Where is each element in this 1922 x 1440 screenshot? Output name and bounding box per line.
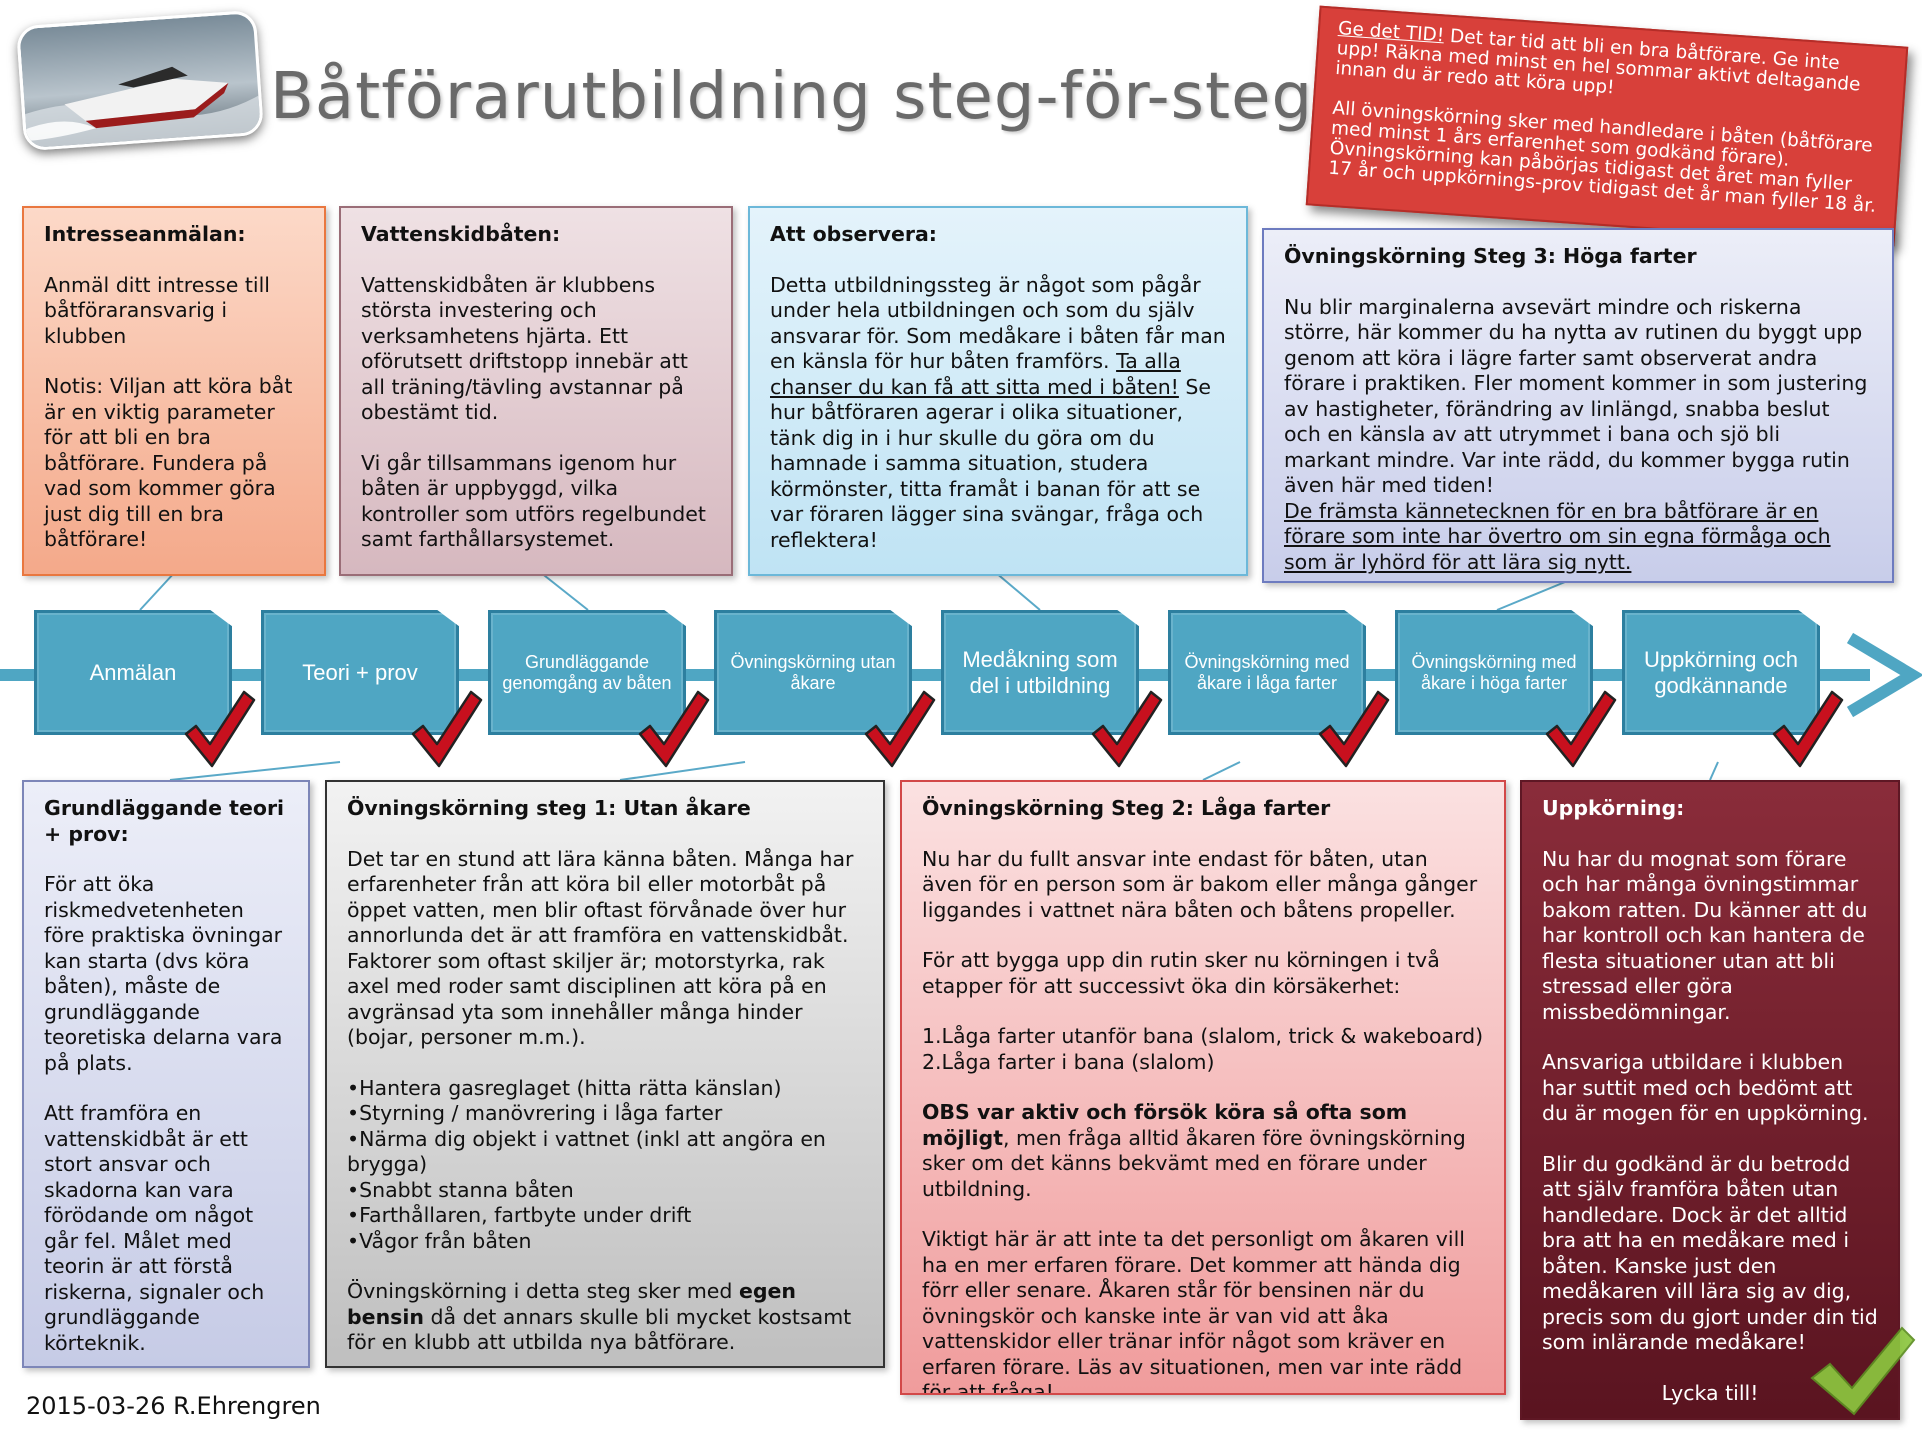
card-heading: Övningskörning Steg 2: Låga farter bbox=[922, 796, 1331, 820]
checkmark-icon bbox=[1091, 690, 1163, 768]
card-text: 2.Låga farter i bana (slalom) bbox=[922, 1049, 1215, 1074]
checkmark-icon bbox=[411, 690, 483, 768]
step-uppkorning: Uppkörning och godkännande bbox=[1622, 610, 1820, 735]
checkmark-icon bbox=[1318, 690, 1390, 768]
step-hoga-farter: Övningskörning med åkare i höga farter bbox=[1395, 610, 1593, 735]
list-item: Hantera gasreglaget (hitta rätta känslan… bbox=[347, 1076, 863, 1102]
card-text: Övningskörning i detta steg sker med bbox=[347, 1279, 739, 1303]
card-text-bold: OBS var aktiv och försök köra så ofta so… bbox=[922, 1100, 1408, 1150]
green-check-icon bbox=[1810, 1326, 1916, 1416]
step-grundlaggande-genomgang: Grundläggande genomgång av båten bbox=[488, 610, 686, 735]
card-steg2: Övningskörning Steg 2: Låga farter Nu ha… bbox=[900, 780, 1506, 1395]
list-item: Närma dig objekt i vattnet (inkl att ang… bbox=[347, 1127, 863, 1178]
card-text: Nu blir marginalerna avsevärt mindre och… bbox=[1284, 294, 1868, 498]
card-text: Nu har du fullt ansvar inte endast för b… bbox=[922, 846, 1478, 922]
card-heading: Intresseanmälan: bbox=[44, 222, 246, 246]
card-text-underlined: De främsta kännetecknen för en bra båtfö… bbox=[1284, 498, 1831, 574]
step-ovningskorning-utan-akare: Övningskörning utan åkare bbox=[714, 610, 912, 735]
card-steg1: Övningskörning steg 1: Utan åkare Det ta… bbox=[325, 780, 885, 1368]
card-heading: Uppkörning: bbox=[1542, 796, 1685, 820]
card-text-bold: egen bensin bbox=[347, 1279, 797, 1329]
card-text: 1.Låga farter utanför bana (slalom, tric… bbox=[922, 1024, 1484, 1048]
checkmark-icon bbox=[864, 690, 936, 768]
step-anmalan: Anmälan bbox=[34, 610, 232, 735]
card-text: Ansvariga utbildare i klubben har suttit… bbox=[1542, 1050, 1869, 1125]
card-text: Blir du godkänd är du betrodd att själv … bbox=[1542, 1151, 1878, 1355]
card-list: Hantera gasreglaget (hitta rätta känslan… bbox=[347, 1076, 863, 1255]
card-text: Se hur båtföraren agerar i olika situati… bbox=[770, 374, 1212, 552]
step-laga-farter: Övningskörning med åkare i låga farter bbox=[1168, 610, 1366, 735]
list-item: Farthållaren, fartbyte under drift bbox=[347, 1203, 863, 1229]
card-text: då det annars skulle bli mycket kostsamt… bbox=[347, 1304, 852, 1355]
card-steg3: Övningskörning Steg 3: Höga farter Nu bl… bbox=[1262, 228, 1894, 583]
card-text: Notis: Viljan att köra båt är en viktig … bbox=[44, 374, 293, 551]
card-grundlaggande-teori: Grundläggande teori + prov: För att öka … bbox=[22, 780, 310, 1368]
card-uppkorning: Uppkörning: Nu har du mognat som förare … bbox=[1520, 780, 1900, 1420]
checkmarks bbox=[184, 690, 1844, 768]
footer-date-author: 2015-03-26 R.Ehrengren bbox=[26, 1392, 321, 1420]
card-text: Detta utbildningssteg är något som pågår… bbox=[770, 272, 1226, 374]
card-att-observera: Att observera: Detta utbildningssteg är … bbox=[748, 206, 1248, 576]
boat-photo bbox=[15, 9, 265, 152]
card-text: För att bygga upp din rutin sker nu körn… bbox=[922, 948, 1440, 998]
card-intresseanmalan: Intresseanmälan: Anmäl ditt intresse til… bbox=[22, 206, 326, 576]
list-item: Vågor från båten bbox=[347, 1229, 863, 1255]
card-text: Det tar en stund att lära känna båten. M… bbox=[347, 846, 854, 1050]
card-text: Viktigt här är att inte ta det personlig… bbox=[922, 1227, 1465, 1395]
card-text: Vi går tillsammans igenom hur båten är u… bbox=[361, 450, 706, 552]
card-text: Anmäl ditt intresse till båtföraransvari… bbox=[44, 272, 270, 348]
card-heading: Grundläggande teori + prov: bbox=[44, 796, 285, 846]
card-text: Nu har du mognat som förare och har mång… bbox=[1542, 846, 1868, 1024]
card-text-underlined: Ta alla chanser du kan få att sitta med … bbox=[770, 349, 1181, 399]
card-text: Vattenskidbåten är klubbens största inve… bbox=[361, 272, 688, 425]
card-vattenskidbaten: Vattenskidbåten: Vattenskidbåten är klub… bbox=[339, 206, 733, 576]
checkmark-icon bbox=[1545, 690, 1617, 768]
card-heading: Övningskörning Steg 3: Höga farter bbox=[1284, 244, 1697, 268]
list-item: Snabbt stanna båten bbox=[347, 1178, 863, 1204]
checkmark-icon bbox=[1772, 690, 1844, 768]
checkmark-icon bbox=[638, 690, 710, 768]
list-item: Styrning / manövrering i låga farter bbox=[347, 1101, 863, 1127]
card-text: För att öka riskmedvetenheten före prakt… bbox=[44, 872, 283, 1075]
step-teori-prov: Teori + prov bbox=[261, 610, 459, 735]
card-text: , men fråga alltid åkaren före övningskö… bbox=[922, 1125, 1466, 1201]
card-heading: Vattenskidbåten: bbox=[361, 222, 561, 246]
step-medakning: Medåkning som del i utbildning bbox=[941, 610, 1139, 735]
card-text: Att framföra en vattenskidbåt är ett sto… bbox=[44, 1101, 265, 1355]
page-title: Båtförarutbildning steg-för-steg bbox=[270, 60, 1314, 134]
card-heading: Övningskörning steg 1: Utan åkare bbox=[347, 796, 751, 820]
card-text: Lycka till! bbox=[1661, 1380, 1759, 1405]
checkmark-icon bbox=[184, 690, 256, 768]
card-heading: Att observera: bbox=[770, 222, 937, 246]
